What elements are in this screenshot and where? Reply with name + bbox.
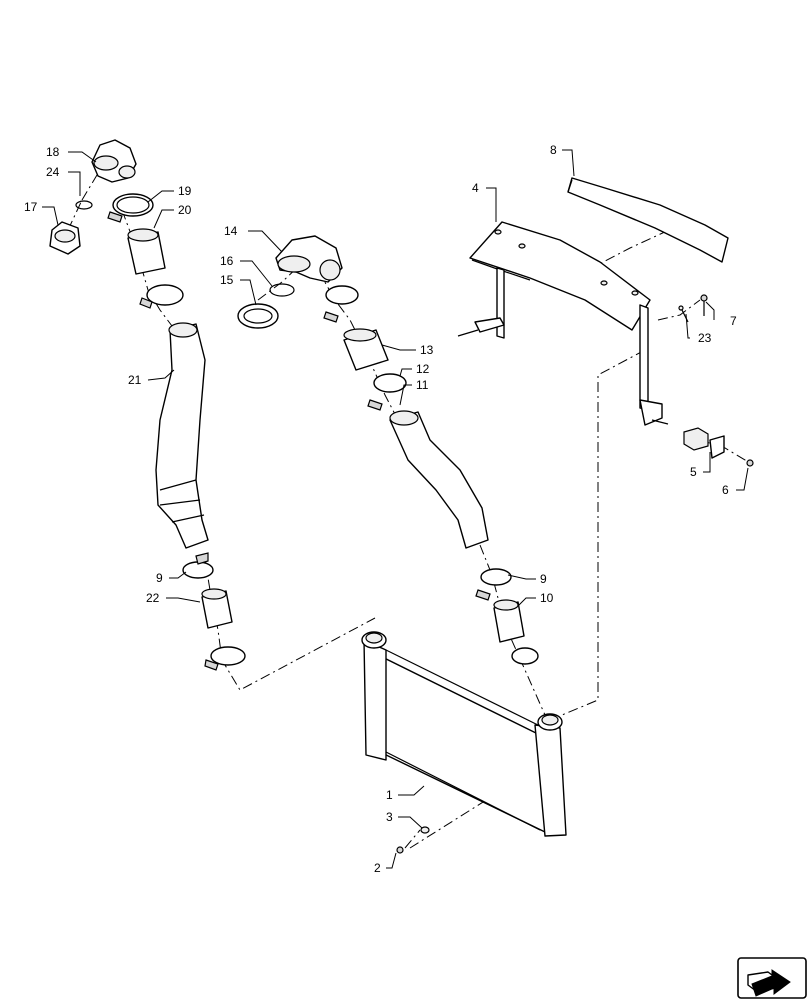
callout-20: 20: [178, 203, 192, 217]
clamp-15: [237, 303, 279, 329]
nut-6: [746, 459, 754, 467]
callout-24: 24: [46, 165, 60, 179]
washer-3: [420, 826, 430, 834]
coupler-17: [49, 221, 81, 255]
callout-7: 7: [730, 314, 737, 328]
callout-22: 22: [146, 591, 160, 605]
callout-4: 4: [472, 181, 479, 195]
o-ring-16: [269, 283, 295, 297]
callout-19: 19: [178, 184, 192, 198]
clamp-13-top: [323, 285, 359, 323]
elbow-14: [275, 235, 343, 283]
tube-11: [389, 410, 489, 549]
callout-8: 8: [550, 143, 557, 157]
callout-17: 17: [24, 200, 38, 214]
nut-7: [700, 294, 708, 316]
clamp-10-bottom: [511, 647, 539, 665]
shroud-bracket: [457, 221, 669, 426]
clip-5: [709, 435, 725, 459]
bolt-2: [396, 846, 404, 854]
clamp-21-top: [139, 284, 184, 309]
callout-18: 18: [46, 145, 60, 159]
callout-16: 16: [220, 254, 234, 268]
callout-2: 2: [374, 861, 381, 875]
hose-20: [127, 228, 166, 275]
charge-air-cooler: [361, 631, 567, 837]
callout-9-left: 9: [156, 571, 163, 585]
callout-3: 3: [386, 810, 393, 824]
callout-21: 21: [128, 373, 142, 387]
elbow-18: [91, 139, 137, 183]
callout-9-right: 9: [540, 572, 547, 586]
callout-6: 6: [722, 483, 729, 497]
intake-tube-21: [155, 322, 209, 549]
callout-5: 5: [690, 465, 697, 479]
callout-14: 14: [224, 224, 238, 238]
callout-labels: 18 24 17 19 20 14 16 15 21 9 22 13 12 11…: [24, 143, 737, 875]
spacer-block: [683, 427, 709, 451]
hose-13: [343, 328, 389, 371]
clamp-19: [107, 193, 154, 223]
callout-23: 23: [698, 331, 712, 345]
callout-10: 10: [540, 591, 554, 605]
callout-13: 13: [420, 343, 434, 357]
callout-leaders: [42, 149, 749, 869]
clamp-9-left: [182, 552, 214, 579]
callout-12: 12: [416, 362, 430, 376]
callout-15: 15: [220, 273, 234, 287]
clamp-22-bottom: [204, 646, 246, 671]
foam-strip: [567, 177, 729, 263]
next-page-arrow-icon[interactable]: [737, 957, 807, 999]
clamp-9-right: [475, 568, 512, 601]
clamp-12: [367, 373, 407, 411]
hose-22: [201, 588, 233, 629]
o-ring-24: [75, 200, 93, 210]
hose-10: [493, 599, 525, 643]
callout-11: 11: [416, 378, 429, 392]
callout-1: 1: [386, 788, 393, 802]
